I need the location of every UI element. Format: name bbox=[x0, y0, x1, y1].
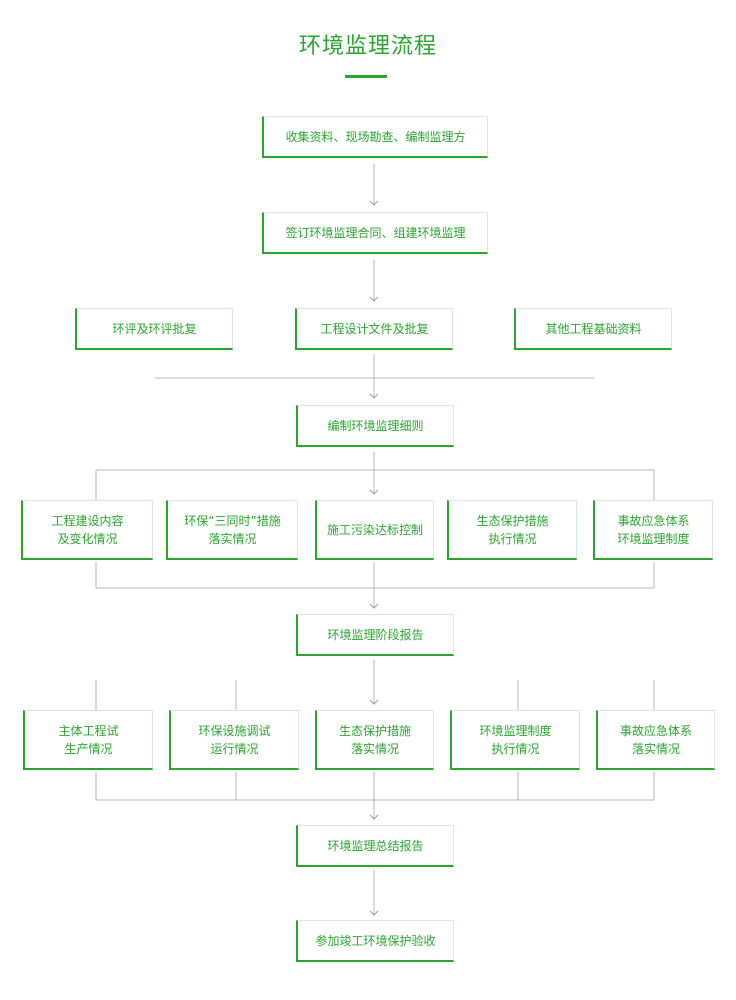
node-monitoring-rules: 编制环境监理细则 bbox=[296, 405, 454, 447]
node-summary-report: 环境监理总结报告 bbox=[296, 825, 454, 867]
node-acceptance: 参加竣工环境保护验收 bbox=[296, 920, 454, 962]
node-monitoring-system-exec: 环境监理制度执行情况 bbox=[450, 710, 580, 770]
node-sign-contract: 签订环境监理合同、组建环境监理 bbox=[262, 212, 488, 254]
node-three-simultaneous: 环保“三同时”措施落实情况 bbox=[166, 500, 298, 560]
node-trial-production: 主体工程试生产情况 bbox=[23, 710, 153, 770]
node-stage-report: 环境监理阶段报告 bbox=[296, 614, 454, 656]
node-eco-protection-exec: 生态保护措施执行情况 bbox=[447, 500, 577, 560]
title-underline bbox=[345, 75, 387, 78]
node-facility-debugging: 环保设施调试运行情况 bbox=[169, 710, 299, 770]
node-other-basic-data: 其他工程基础资料 bbox=[514, 308, 672, 350]
node-eia-approval: 环评及环评批复 bbox=[75, 308, 233, 350]
node-design-docs: 工程设计文件及批复 bbox=[295, 308, 453, 350]
node-pollution-control: 施工污染达标控制 bbox=[315, 500, 434, 560]
page-title: 环境监理流程 bbox=[298, 34, 437, 59]
node-emergency-impl: 事故应急体系落实情况 bbox=[596, 710, 715, 770]
node-collect-data: 收集资料、现场勘查、编制监理方 bbox=[262, 116, 488, 158]
node-emergency-system: 事故应急体系环境监理制度 bbox=[593, 500, 713, 560]
node-construction-content: 工程建设内容及变化情况 bbox=[21, 500, 153, 560]
node-eco-protection-impl: 生态保护措施落实情况 bbox=[315, 710, 434, 770]
